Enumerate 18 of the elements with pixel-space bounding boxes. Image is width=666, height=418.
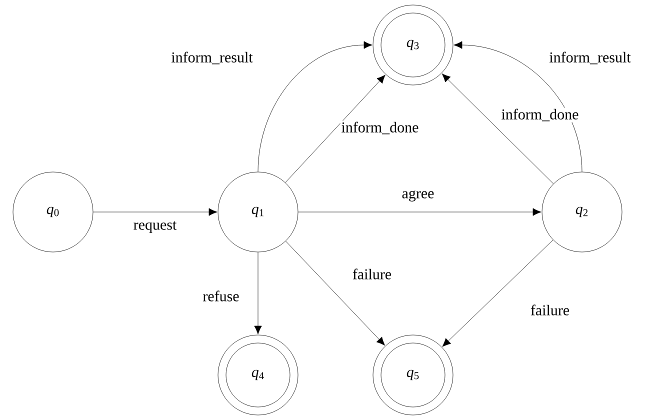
edge-label: failure: [351, 268, 393, 280]
arrow: [454, 41, 582, 172]
edge-label: inform_done: [340, 120, 420, 136]
arrow: [286, 240, 386, 346]
edge-label: agree: [400, 190, 436, 202]
edge-label: inform_done: [500, 108, 580, 122]
arrow: [285, 74, 386, 183]
edge-label: request: [132, 220, 178, 234]
arrow: [442, 74, 554, 184]
arrow: [298, 208, 542, 216]
edge-label: inform_result: [170, 50, 254, 66]
arrow: [254, 252, 262, 334]
edge-label: refuse: [202, 290, 240, 302]
arrow: [442, 240, 554, 347]
edge-label: failure: [529, 304, 571, 316]
edge-label: inform_result: [548, 50, 632, 66]
arrow: [93, 208, 218, 216]
arrow: [258, 41, 372, 172]
